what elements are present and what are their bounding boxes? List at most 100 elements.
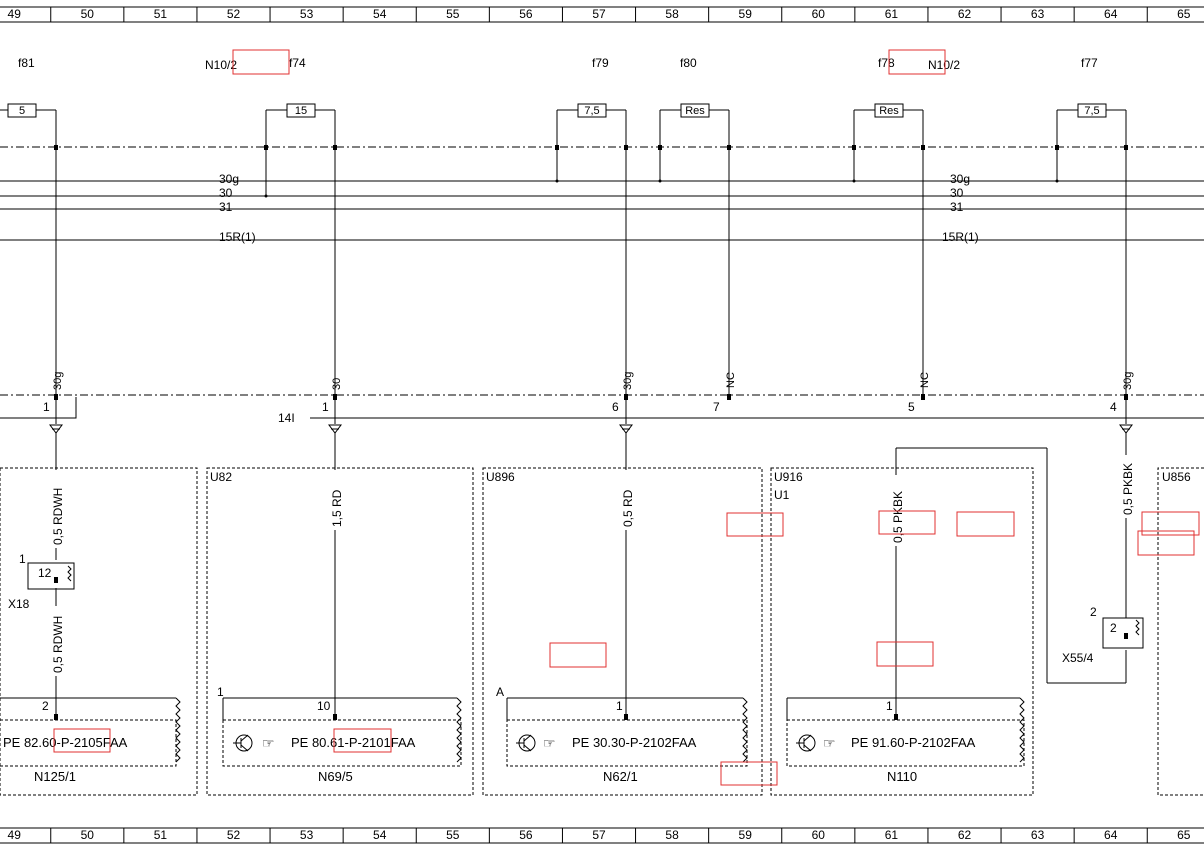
highlight-box xyxy=(888,49,946,75)
pin-signal-3: 30g xyxy=(622,372,634,390)
variant-box-u916 xyxy=(770,467,1034,796)
module-2-code[interactable]: PE 80.61-P-2101FAA xyxy=(291,735,416,750)
variant-u916: U916 xyxy=(774,470,803,484)
fuse-f77 xyxy=(1056,103,1127,147)
bottom-ruler-label: 65 xyxy=(1177,828,1191,842)
pin-signal-4: NC xyxy=(725,372,737,388)
fuse-label-f80: f80 xyxy=(680,56,697,70)
bus-label-15r-left: 15R(1) xyxy=(219,230,256,244)
splice-markers xyxy=(49,424,1133,434)
bottom-ruler-label: 64 xyxy=(1104,828,1118,842)
transistor-icon xyxy=(796,734,816,752)
transistor-icon xyxy=(233,734,253,752)
transistor-icon xyxy=(516,734,536,752)
highlight-box xyxy=(333,728,392,753)
fuse-box-label-left: N10/2 xyxy=(205,58,237,72)
connector-x55-4: 2 2 X55/4 xyxy=(1062,605,1144,665)
bus-label-31-left: 31 xyxy=(219,200,233,214)
top-ruler-label: 56 xyxy=(519,7,533,21)
top-ruler-label: 50 xyxy=(81,7,95,21)
top-ruler-label: 57 xyxy=(592,7,606,21)
hand-pointer-icon[interactable]: ☞ xyxy=(262,735,275,751)
fuse-label-f77: f77 xyxy=(1081,56,1098,70)
module-4-code[interactable]: PE 91.60-P-2102FAA xyxy=(851,735,976,750)
module-2-name: N69/5 xyxy=(318,769,353,784)
highlight-box xyxy=(53,728,111,753)
top-ruler-label: 59 xyxy=(739,7,753,21)
hand-pointer-icon[interactable]: ☞ xyxy=(543,735,556,751)
x18-label: X18 xyxy=(8,597,30,611)
fuse-label-f74: f74 xyxy=(289,56,306,70)
bus-label-30g-right: 30g xyxy=(950,172,970,186)
hand-pointer-icon[interactable]: ☞ xyxy=(823,735,836,751)
highlight-box xyxy=(232,49,290,75)
top-ruler-label: 53 xyxy=(300,7,314,21)
x55-label: X55/4 xyxy=(1062,651,1094,665)
top-ruler-label: 60 xyxy=(812,7,826,21)
bottom-ruler-label: 59 xyxy=(739,828,753,842)
bottom-ruler-label: 51 xyxy=(154,828,168,842)
bottom-ruler-label: 50 xyxy=(81,828,95,842)
fuse-f78 xyxy=(853,103,924,147)
module-n69-5 xyxy=(222,697,462,767)
pin-signal-1: 30g xyxy=(52,372,64,390)
highlight-box xyxy=(1141,511,1200,536)
fuse-label-f81: f81 xyxy=(18,56,35,70)
fuse-rating-f81: 5 xyxy=(19,105,25,117)
highlight-box xyxy=(876,641,934,667)
fuse-f79 xyxy=(556,103,627,147)
bottom-ruler-label: 49 xyxy=(8,828,22,842)
top-ruler-label: 62 xyxy=(958,7,972,21)
variant-box-u856 xyxy=(1157,467,1204,796)
wire-label-w3: 0,5 RD xyxy=(621,489,635,527)
module-n125-1 xyxy=(0,697,181,767)
pin-number-1: 1 xyxy=(43,400,50,414)
highlight-box xyxy=(726,512,784,537)
x18-outer-pin: 1 xyxy=(19,552,26,566)
module-3-pin: 1 xyxy=(616,699,623,713)
module-3-code[interactable]: PE 30.30-P-2102FAA xyxy=(572,735,697,750)
pin-signal-5: NC xyxy=(919,372,931,388)
bottom-ruler-label: 57 xyxy=(592,828,606,842)
top-ruler-label: 63 xyxy=(1031,7,1045,21)
top-ruler-label: 54 xyxy=(373,7,387,21)
bus-lines xyxy=(0,147,1204,241)
top-ruler-label: 49 xyxy=(8,7,22,21)
module-4-pin: 1 xyxy=(886,699,893,713)
bus-label-30g-left: 30g xyxy=(219,172,239,186)
wire-label-w4: 0,5 PKBK xyxy=(891,491,905,543)
fuse-f81 xyxy=(0,103,57,147)
bottom-ruler-label: 52 xyxy=(227,828,241,842)
module-n110 xyxy=(786,697,1025,767)
top-ruler-label: 58 xyxy=(665,7,679,21)
x55-inner-pin: 2 xyxy=(1110,621,1117,635)
connector-x18: 1 12 X18 xyxy=(8,552,75,611)
pin-number-6: 4 xyxy=(1110,400,1117,414)
fuse-label-f79: f79 xyxy=(592,56,609,70)
variant-u1: U1 xyxy=(774,488,790,502)
bottom-ruler-label: 62 xyxy=(958,828,972,842)
bottom-ruler-label: 61 xyxy=(885,828,899,842)
highlight-box xyxy=(1137,530,1195,556)
fuse-f80 xyxy=(659,103,730,147)
variant-box-u896 xyxy=(482,467,763,796)
bottom-ruler-label: 55 xyxy=(446,828,460,842)
feed-wires xyxy=(55,147,1127,395)
top-ruler-label: 61 xyxy=(885,7,899,21)
variant-box-u82 xyxy=(206,467,474,796)
module-1-code[interactable]: PE 82.60-P-2105FAA xyxy=(3,735,128,750)
module-2-pin: 10 xyxy=(317,699,331,713)
bottom-ruler-label: 60 xyxy=(812,828,826,842)
fuse-rating-f78: Res xyxy=(879,105,899,117)
variant-u856: U856 xyxy=(1162,470,1191,484)
fuse-rating-f79: 7,5 xyxy=(584,105,599,117)
bottom-ruler-label: 54 xyxy=(373,828,387,842)
fuse-box-label-right: N10/2 xyxy=(928,58,960,72)
bus-label-15r-right: 15R(1) xyxy=(942,230,979,244)
top-ruler-label: 51 xyxy=(154,7,168,21)
fuse-label-f78: f78 xyxy=(878,56,895,70)
module-3-name: N62/1 xyxy=(603,769,638,784)
